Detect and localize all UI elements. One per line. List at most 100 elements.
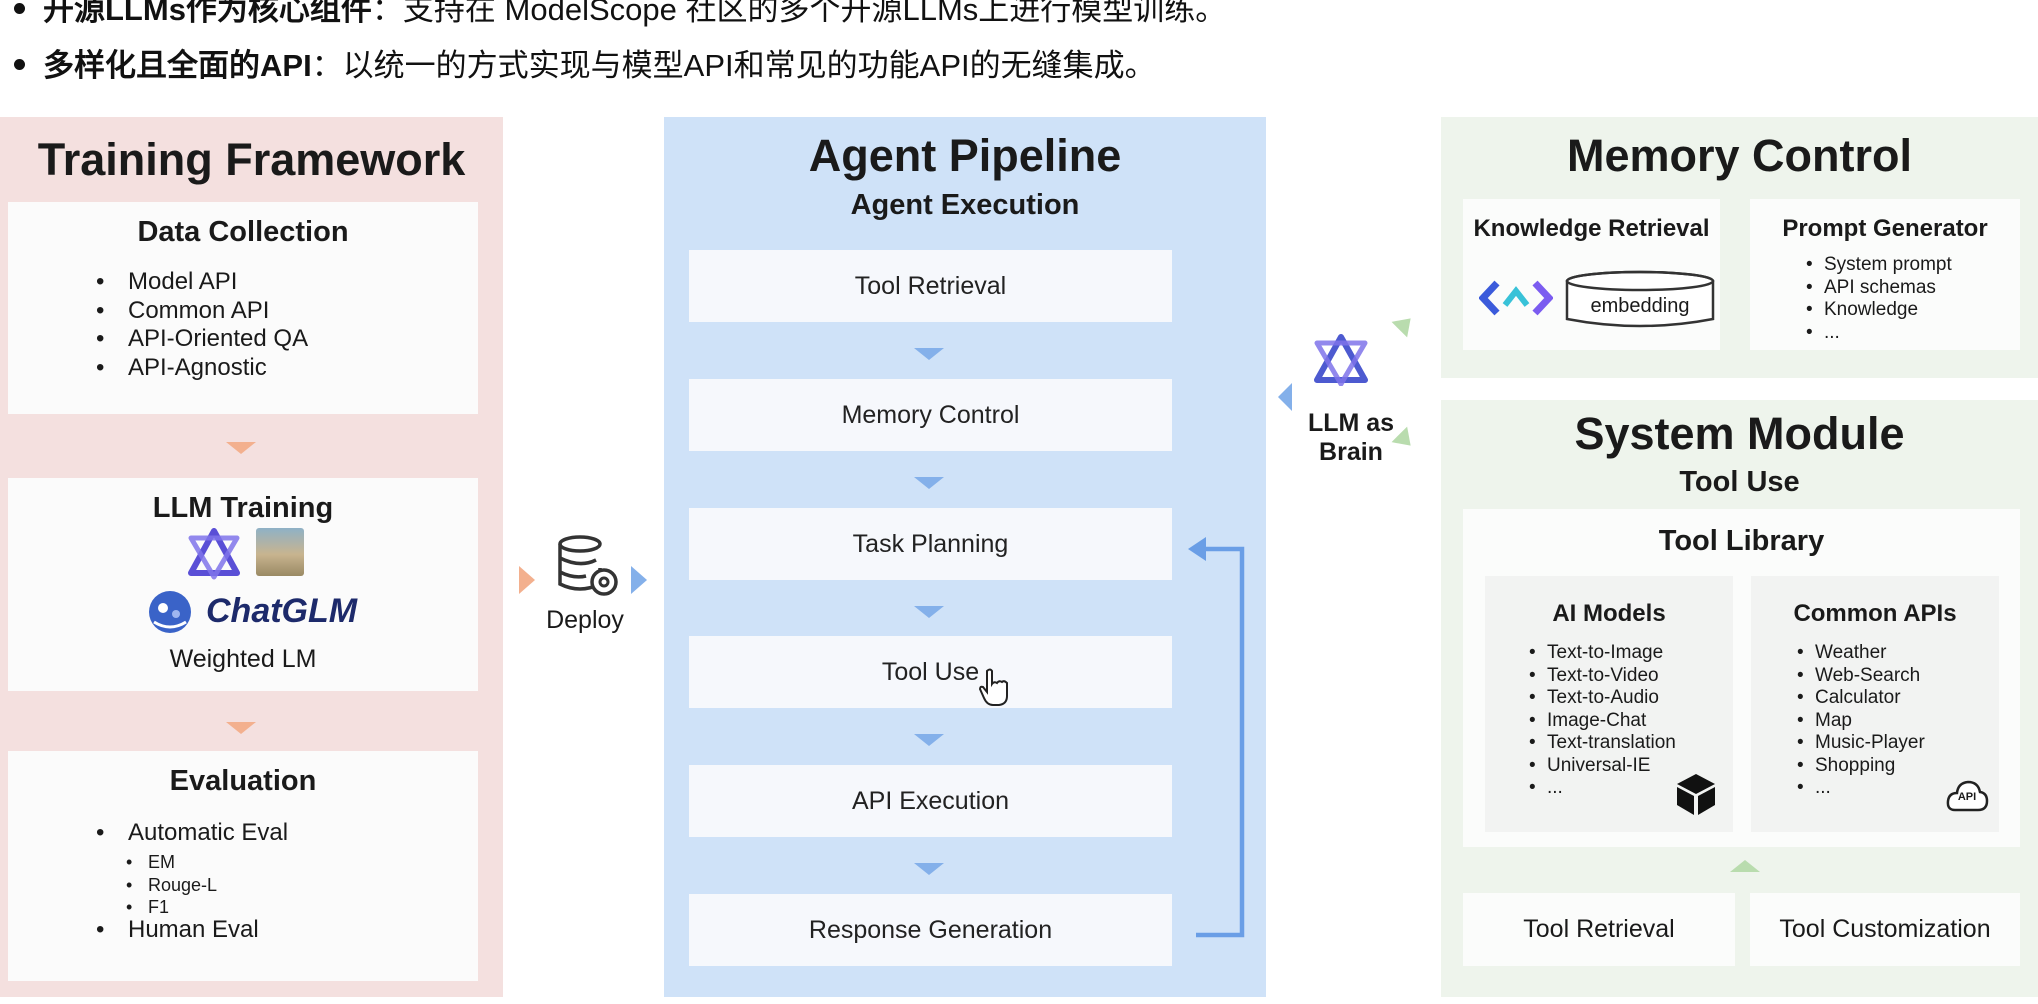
down-arrow-icon	[914, 606, 944, 618]
down-arrow-icon	[914, 863, 944, 875]
list-item: ...	[1806, 322, 1952, 345]
common-apis-title: Common APIs	[1793, 600, 1957, 627]
list-item: Text-to-Audio	[1529, 687, 1676, 710]
brain-up-right-arrow-icon	[1391, 310, 1419, 338]
deploy-arrow-left-icon	[519, 566, 535, 594]
deploy-label: Deploy	[546, 606, 624, 634]
list-item: Shopping	[1797, 755, 1925, 778]
data-collection-list: Model API Common API API-Oriented QA API…	[96, 268, 308, 382]
list-item: EM	[126, 851, 217, 874]
knowledge-retrieval-card: Knowledge Retrieval embedding	[1463, 199, 1720, 350]
list-item: API-Oriented QA	[96, 325, 308, 354]
prompt-generator-list: System prompt API schemas Knowledge ...	[1806, 254, 1952, 344]
agent-pipeline-title: Agent Pipeline	[808, 130, 1122, 181]
knowledge-retrieval-title: Knowledge Retrieval	[1473, 215, 1710, 242]
weighted-lm-label: Weighted LM	[169, 645, 317, 673]
brackets-logo-icon	[1479, 280, 1553, 316]
bullet-dot	[14, 3, 25, 15]
list-item: Map	[1797, 710, 1925, 733]
brain-label-line2: Brain	[1319, 438, 1383, 466]
list-item: Weather	[1797, 642, 1925, 665]
down-arrow-icon	[914, 734, 944, 746]
up-arrow-icon	[1730, 860, 1760, 872]
list-item: F1	[126, 896, 217, 919]
list-item: Calculator	[1797, 687, 1925, 710]
step-api-execution: API Execution	[689, 765, 1172, 837]
step-tool-use: Tool Use	[689, 636, 1172, 708]
intro-bullet-1-text: ：支持在 ModelScope 社区的多个开源LLMs上进行模型训练。	[371, 0, 1227, 27]
list-item: Human Eval	[96, 915, 259, 945]
agent-pipeline-subtitle: Agent Execution	[850, 189, 1080, 221]
brain-label-line1: LLM as	[1307, 409, 1395, 437]
tool-customization-box: Tool Customization	[1750, 893, 2020, 966]
automatic-eval-sublist: EM Rouge-L F1	[126, 851, 217, 919]
list-item: Model API	[96, 268, 308, 297]
bullet-dot	[14, 59, 25, 71]
list-item: Knowledge	[1806, 299, 1952, 322]
list-item: Image-Chat	[1529, 710, 1676, 733]
llama-photo-icon	[256, 528, 304, 576]
cube-icon	[1677, 774, 1715, 815]
system-module-subtitle: Tool Use	[1679, 466, 1800, 498]
embedding-label: embedding	[1590, 295, 1690, 317]
api-cloud-icon	[1946, 780, 1989, 812]
down-arrow-icon	[226, 722, 256, 734]
chatglm-logo-text: ChatGLM	[206, 592, 358, 630]
list-item: Music-Player	[1797, 732, 1925, 755]
tool-library-title: Tool Library	[1658, 525, 1825, 557]
down-arrow-icon	[914, 348, 944, 360]
down-arrow-icon	[914, 477, 944, 489]
memory-control-title: Memory Control	[1566, 130, 1912, 181]
intro-bullet-1-bold: 开源LLMs作为核心组件	[43, 0, 372, 27]
intro-bullet-2: 多样化且全面的API：以统一的方式实现与模型API和常见的功能API的无缝集成。	[14, 40, 1156, 85]
deploy-arrow-right-icon	[631, 566, 647, 594]
list-item: ...	[1797, 777, 1925, 800]
llm-training-card: LLM Training ChatGLM Weighted LM	[8, 478, 478, 691]
data-collection-card: Data Collection Model API Common API API…	[8, 202, 478, 414]
llm-training-title: LLM Training	[152, 492, 334, 524]
list-item: Rouge-L	[126, 874, 217, 897]
database-gear-icon	[558, 535, 618, 596]
list-item: System prompt	[1806, 254, 1952, 277]
loop-back-arrow-icon	[1188, 537, 1245, 938]
brain-label: LLM as Brain	[1290, 409, 1412, 467]
list-item: ...	[1529, 777, 1676, 800]
list-item: Text-translation	[1529, 732, 1676, 755]
intro-bullet-2-bold: 多样化且全面的API	[43, 48, 312, 83]
tool-retrieval-box: Tool Retrieval	[1463, 893, 1735, 966]
common-apis-card: Common APIs Weather Web-Search Calculato…	[1751, 576, 1999, 832]
list-item: Web-Search	[1797, 665, 1925, 688]
prompt-generator-title: Prompt Generator	[1782, 215, 1988, 242]
api-cloud-label: API	[1957, 791, 1977, 803]
prompt-generator-card: Prompt Generator System prompt API schem…	[1750, 199, 2020, 350]
embedding-database-icon	[1565, 270, 1715, 328]
step-memory-control: Memory Control	[689, 379, 1172, 451]
system-module-title: System Module	[1574, 408, 1905, 459]
training-framework-title: Training Framework	[37, 134, 466, 185]
list-item: Automatic Eval	[96, 818, 288, 848]
brain-left-arrow-icon	[1278, 383, 1292, 411]
step-task-planning: Task Planning	[689, 508, 1172, 580]
evaluation-list-2: Human Eval	[96, 915, 259, 945]
common-apis-list: Weather Web-Search Calculator Map Music-…	[1797, 642, 1925, 800]
brain-llm-logo-icon	[1314, 334, 1368, 386]
list-item: Text-to-Video	[1529, 665, 1676, 688]
hand-cursor-icon	[978, 668, 1008, 706]
intro-bullet-1: 开源LLMs作为核心组件：支持在 ModelScope 社区的多个开源LLMs上…	[14, 0, 1226, 29]
training-framework-panel: Training Framework Data Collection Model…	[0, 117, 503, 997]
evaluation-list: Automatic Eval	[96, 818, 288, 848]
list-item: API-Agnostic	[96, 354, 308, 383]
ai-models-list: Text-to-Image Text-to-Video Text-to-Audi…	[1529, 642, 1676, 800]
tool-library-card: Tool Library AI Models Text-to-Image Tex…	[1463, 509, 2020, 847]
step-tool-use-label: Tool Use	[881, 657, 980, 686]
list-item: Universal-IE	[1529, 755, 1676, 778]
list-item: Common API	[96, 297, 308, 326]
list-item: Text-to-Image	[1529, 642, 1676, 665]
intro-bullet-2-text: ：以统一的方式实现与模型API和常见的功能API的无缝集成。	[311, 48, 1156, 83]
step-tool-retrieval: Tool Retrieval	[689, 250, 1172, 322]
chatglm-logo-icon	[149, 591, 191, 633]
list-item: API schemas	[1806, 277, 1952, 300]
ai-models-title: AI Models	[1552, 600, 1666, 627]
step-response-generation: Response Generation	[689, 894, 1172, 966]
evaluation-title: Evaluation	[169, 765, 317, 797]
